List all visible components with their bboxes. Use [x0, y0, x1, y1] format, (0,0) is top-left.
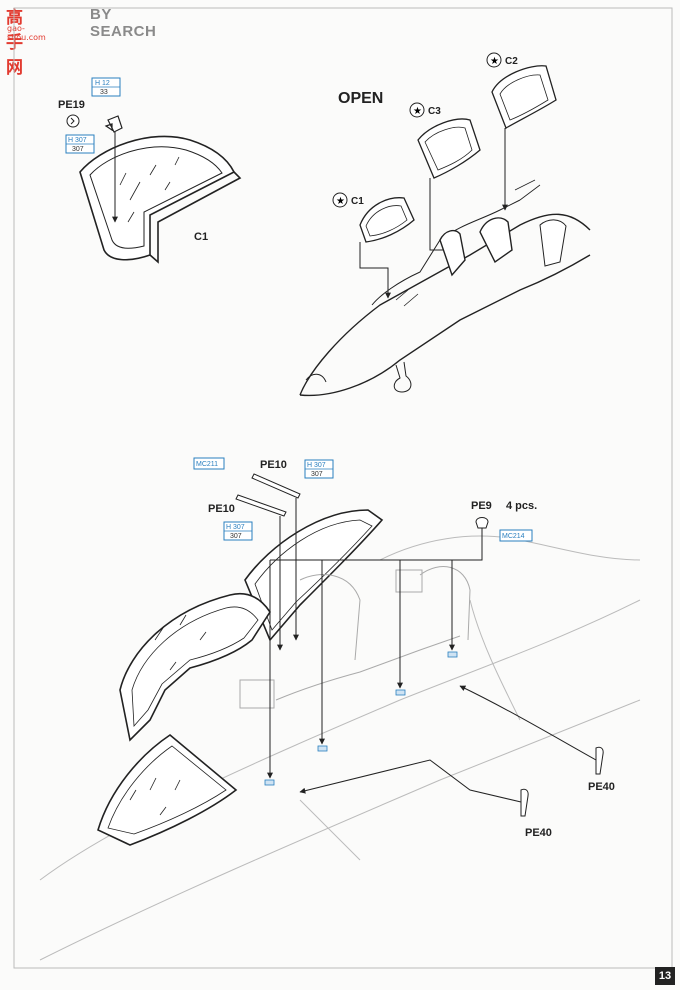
pe9-leader-bus: [270, 528, 483, 561]
mc211-callout: [193, 457, 225, 470]
canopy-c1-detail: [79, 135, 242, 264]
pe9-label: PE9: [471, 500, 492, 512]
bend-icon: [66, 114, 80, 128]
bend-icon-mark: [70, 117, 75, 125]
mc214-label: MC214: [502, 533, 525, 540]
c1-upper-label: C1: [351, 196, 364, 207]
front-canopy-frame-lower: [119, 593, 271, 742]
watermark-site: gao-shou.com: [7, 24, 46, 42]
h12-bottom: 33: [100, 89, 108, 96]
pe40-lower-label: PE40: [525, 827, 552, 839]
pe9-part: [475, 517, 489, 529]
star-glyph-c2: ★: [490, 56, 499, 67]
star-glyph-c1: ★: [336, 196, 345, 207]
pe9-qty: 4 pcs.: [506, 500, 537, 512]
pe40-right-label: PE40: [588, 781, 615, 793]
pe19-part: [104, 115, 123, 223]
clear-part-c2: [491, 65, 557, 129]
h307-upper-top: H 307: [68, 137, 87, 144]
h307a-bottom: 307: [311, 471, 323, 478]
canopy-c1-label: C1: [194, 231, 208, 243]
star-icon-c3: [409, 102, 425, 118]
pe10-strips: [235, 473, 301, 517]
pe19-label: PE19: [58, 99, 85, 111]
star-icon-c1: [332, 192, 348, 208]
fuselage-lower: [39, 535, 641, 961]
fuselage-nose-upper: [299, 179, 591, 397]
mc211-label: MC211: [196, 461, 218, 468]
pe40-right-part: [595, 746, 604, 775]
watermark-search-text: BY SEARCH: [90, 6, 157, 40]
pe10-leader-lines: [277, 498, 299, 651]
mc214-callout: [499, 529, 533, 542]
clear-part-c3: [417, 118, 481, 179]
h307b-bottom: 307: [230, 533, 242, 540]
star-glyph-c3: ★: [413, 106, 422, 117]
h307-upper-bottom: 307: [72, 146, 84, 153]
h307b-top: H 307: [226, 524, 245, 531]
h307a-top: H 307: [307, 462, 326, 469]
cockpit-interior: [239, 566, 471, 709]
c2-label: C2: [505, 56, 518, 67]
page-border: [13, 7, 673, 969]
pe10-upper-label: PE10: [260, 459, 287, 471]
windscreen-lower: [97, 734, 238, 846]
pe40-right-leader: [459, 685, 597, 761]
pe9-leader-drops: [267, 560, 455, 779]
clear-part-c1: [359, 197, 415, 243]
star-icon-c2: [486, 52, 502, 68]
pe40-lower-part: [520, 788, 529, 817]
pe9-locations: [264, 651, 458, 786]
open-label: OPEN: [338, 90, 383, 107]
c3-label: C3: [428, 106, 441, 117]
pe40-lower-leader: [299, 759, 522, 803]
h12-top: H 12: [95, 80, 110, 87]
pe10-lower-label: PE10: [208, 503, 235, 515]
page-number: 13: [655, 967, 675, 985]
